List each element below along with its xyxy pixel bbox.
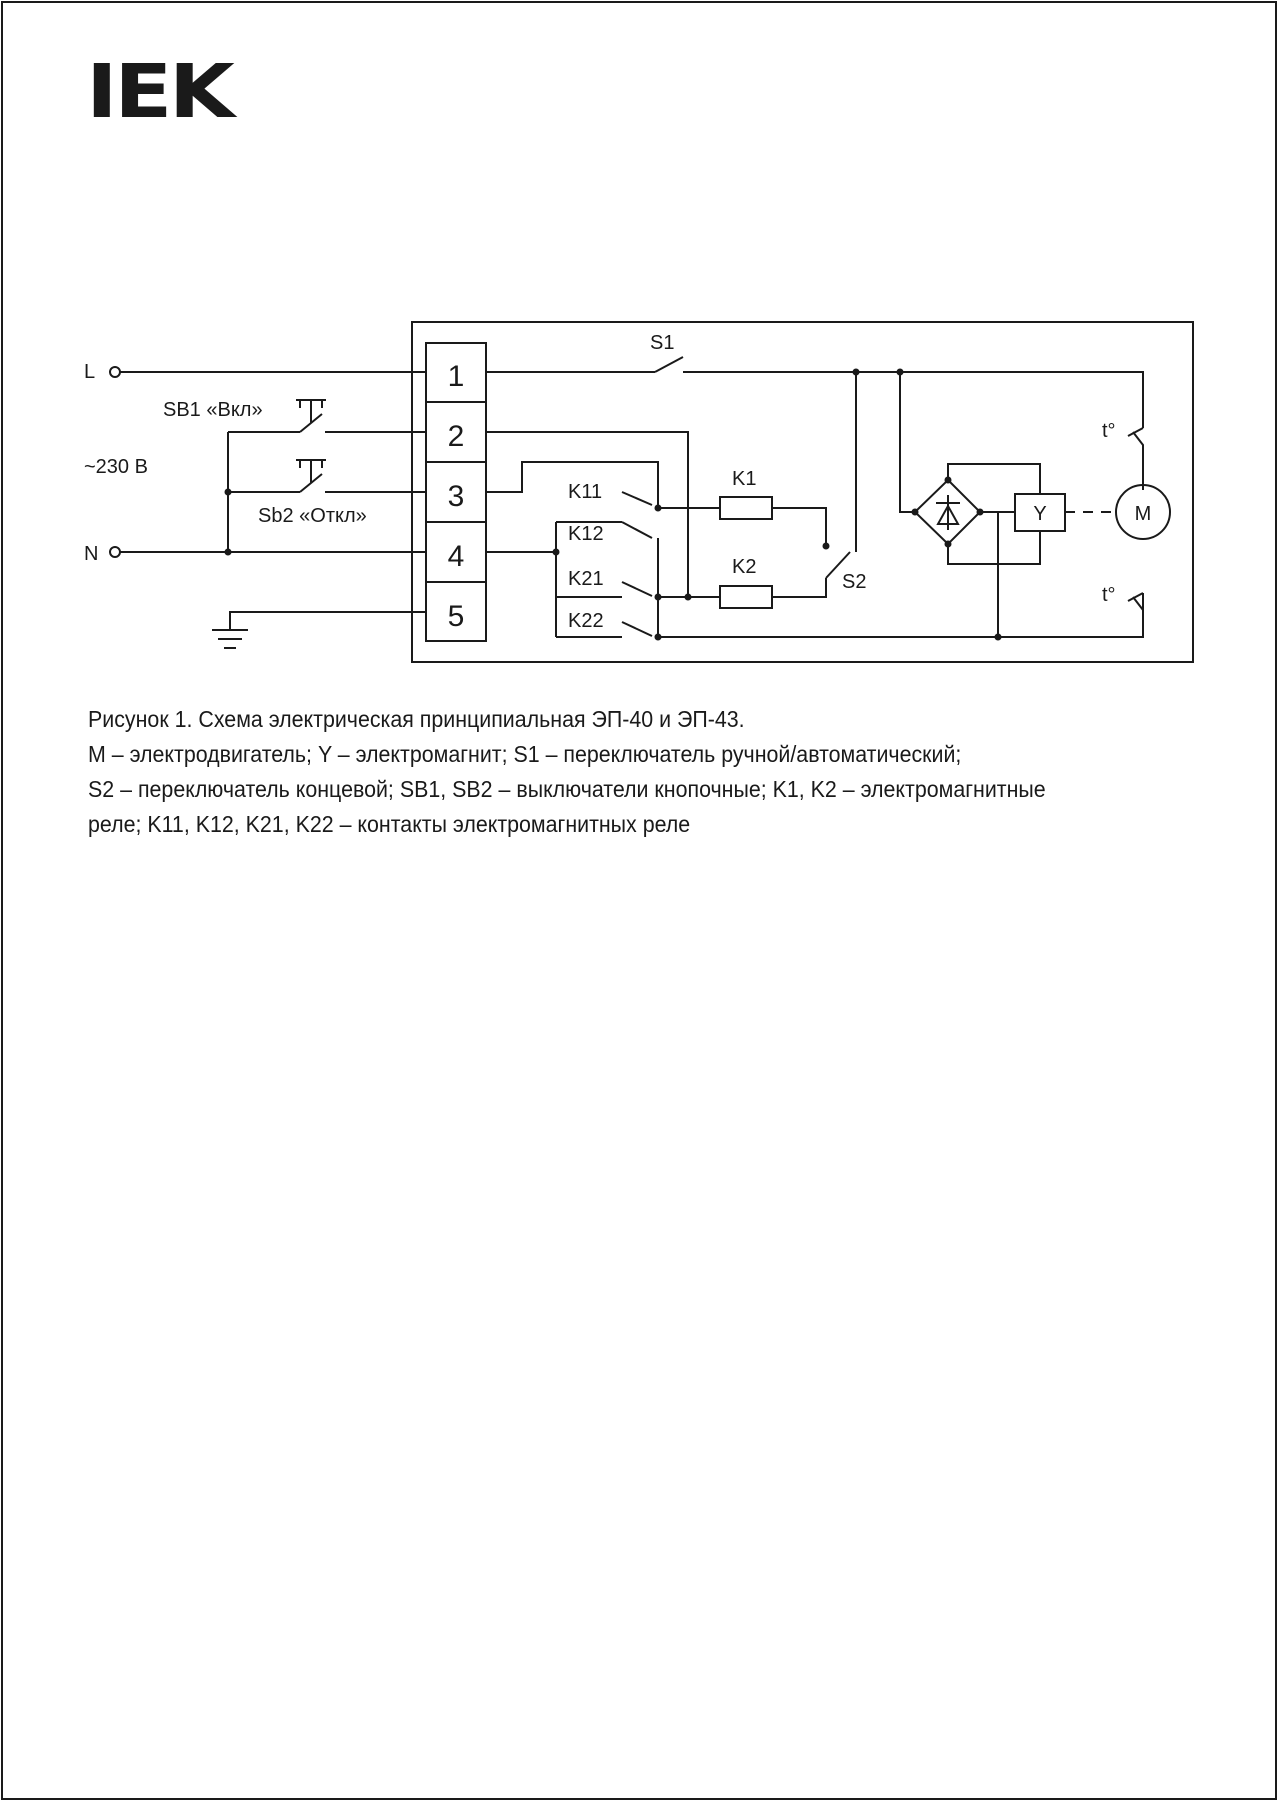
s1-label: S1 <box>650 332 674 354</box>
caption-line-1: Рисунок 1. Схема электрическая принципиа… <box>88 706 745 732</box>
k1-label: K1 <box>732 468 756 490</box>
supply-n-terminal <box>109 546 121 558</box>
iek-logo: IEK <box>86 49 235 135</box>
y-label: Y <box>1033 503 1046 525</box>
figure-caption: Рисунок 1. Схема электрическая принципиа… <box>88 702 1208 842</box>
m-label: M <box>1135 503 1152 525</box>
terminal-4-label: 4 <box>448 540 465 573</box>
supply-l-label: L <box>84 361 95 383</box>
sb2-label: Sb2 «Откл» <box>258 505 367 527</box>
terminal-2-label: 2 <box>448 420 465 453</box>
k11-label: K11 <box>568 481 602 503</box>
sb1-label: SB1 «Вкл» <box>163 399 263 421</box>
junction-dots <box>552 368 1002 641</box>
node-sb-branch <box>224 488 232 496</box>
caption-line-4: реле; K11, K12, K21, K22 – контакты элек… <box>88 811 691 837</box>
k21-label: K21 <box>568 568 604 590</box>
sb1-button-symbol <box>296 399 326 433</box>
voltage-label: ~230 В <box>84 456 148 478</box>
supply-n-label: N <box>84 543 98 565</box>
s2-label: S2 <box>842 571 866 593</box>
rectifier-bridge-symbol <box>913 478 982 546</box>
caption-line-2: M – электродвигатель; Y – электромагнит;… <box>88 741 962 767</box>
caption-line-3: S2 – переключатель концевой; SB1, SB2 – … <box>88 776 1046 802</box>
k2-label: K2 <box>732 556 756 578</box>
terminal-1-label: 1 <box>448 360 465 393</box>
node-n-branch <box>224 548 232 556</box>
k12-label: K12 <box>568 523 604 545</box>
motor-symbol <box>1115 484 1171 540</box>
terminal-5-label: 5 <box>448 600 465 633</box>
sb2-button-symbol <box>296 459 326 493</box>
supply-l-terminal <box>109 366 121 378</box>
terminal-3-label: 3 <box>448 480 465 513</box>
k22-label: K22 <box>568 610 604 632</box>
thermal-bottom-label: t° <box>1102 584 1116 606</box>
thermal-top-label: t° <box>1102 420 1116 442</box>
